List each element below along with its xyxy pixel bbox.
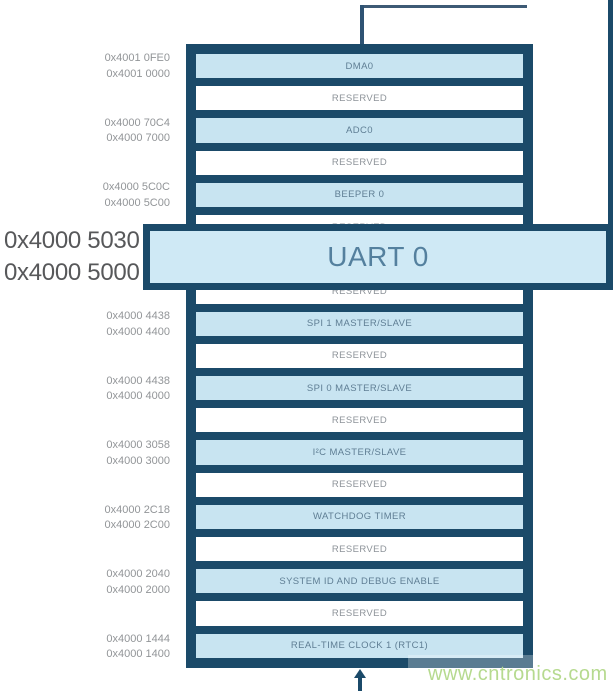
row-label: RESERVED — [331, 350, 388, 362]
callout-address-end: 0x4000 5030 — [4, 227, 140, 254]
row-label: RESERVED — [331, 157, 388, 169]
row-label: RESERVED — [331, 479, 388, 491]
address-start: 0x4000 1400 — [106, 648, 170, 660]
address-label-rtc1: 0x4000 1444 0x4000 1400 — [0, 632, 170, 663]
memory-row-reserved: RESERVED — [196, 150, 523, 175]
address-start: 0x4001 0000 — [106, 67, 170, 80]
address-label-dma0: 0x4001 0FE0 0x4001 0000 — [0, 51, 170, 82]
address-end: 0x4000 2C18 — [104, 503, 170, 516]
address-label-system-id: 0x4000 2040 0x4000 2000 — [0, 567, 170, 598]
memory-row-reserved: RESERVED — [196, 86, 523, 111]
address-start: 0x4000 5C00 — [104, 196, 170, 209]
memory-row-reserved: RESERVED — [196, 537, 523, 562]
callout-address-start: 0x4000 5000 — [4, 259, 140, 286]
address-end: 0x4000 4438 — [106, 374, 170, 387]
row-label: SPI 1 MASTER/SLAVE — [306, 318, 413, 330]
row-label: RESERVED — [331, 608, 388, 620]
watermark: www.cntronics.com — [428, 663, 608, 685]
address-end: 0x4000 3058 — [106, 439, 170, 451]
address-start: 0x4000 3000 — [106, 454, 170, 467]
row-label: SYSTEM ID AND DEBUG ENABLE — [279, 575, 440, 587]
memory-row-reserved: RESERVED — [196, 343, 523, 369]
address-end: 0x4000 4438 — [106, 310, 170, 322]
callout-address-label: 0x4000 5030 0x4000 5000 — [4, 224, 140, 290]
memory-row-spi0: SPI 0 MASTER/SLAVE — [196, 376, 523, 401]
address-end: 0x4000 5C0C — [102, 181, 170, 193]
top-connector-line-horizontal — [360, 5, 527, 8]
memory-row-dma0: DMA0 — [196, 54, 523, 79]
row-label: I²C MASTER/SLAVE — [312, 447, 407, 459]
address-label-spi0: 0x4000 4438 0x4000 4000 — [0, 374, 170, 405]
address-start: 0x4000 2C00 — [104, 519, 170, 531]
row-label: BEEPER 0 — [334, 189, 385, 201]
row-label: ADC0 — [346, 125, 373, 136]
row-label: DMA0 — [345, 60, 374, 72]
address-label-beeper0: 0x4000 5C0C 0x4000 5C00 — [0, 180, 170, 211]
memory-row-reserved: RESERVED — [196, 601, 523, 626]
uart0-callout-box: UART 0 — [143, 224, 613, 290]
memory-row-rtc1: REAL-TIME CLOCK 1 (RTC1) — [196, 633, 523, 658]
row-label: REAL-TIME CLOCK 1 (RTC1) — [290, 640, 429, 652]
row-label: RESERVED — [331, 543, 388, 555]
memory-row-i2c: I²C MASTER/SLAVE — [196, 440, 523, 465]
address-end: 0x4000 1444 — [106, 632, 170, 645]
row-label: WATCHDOG TIMER — [312, 511, 407, 523]
address-label-i2c: 0x4000 3058 0x4000 3000 — [0, 438, 170, 469]
up-arrow-stem — [358, 677, 362, 691]
address-start: 0x4000 4400 — [106, 325, 170, 338]
callout-leader-line — [608, 0, 613, 226]
address-start: 0x4000 7000 — [106, 132, 170, 144]
row-label: RESERVED — [331, 414, 388, 426]
row-label: SPI 0 MASTER/SLAVE — [306, 382, 413, 394]
address-label-spi1: 0x4000 4438 0x4000 4400 — [0, 309, 170, 340]
memory-row-spi1: SPI 1 MASTER/SLAVE — [196, 311, 523, 336]
up-arrow-icon — [354, 669, 366, 678]
address-end: 0x4000 70C4 — [104, 116, 170, 129]
watermark-veil — [408, 655, 533, 669]
memory-row-adc0: ADC0 — [196, 118, 523, 143]
memory-row-reserved: RESERVED — [196, 408, 523, 433]
address-label-watchdog: 0x4000 2C18 0x4000 2C00 — [0, 503, 170, 534]
address-end: 0x4000 2040 — [106, 568, 170, 580]
address-end: 0x4001 0FE0 — [104, 52, 170, 64]
memory-row-reserved: RESERVED — [196, 472, 523, 497]
address-label-adc0: 0x4000 70C4 0x4000 7000 — [0, 116, 170, 147]
memory-row-watchdog: WATCHDOG TIMER — [196, 504, 523, 530]
callout-label: UART 0 — [327, 241, 429, 272]
address-start: 0x4000 2000 — [106, 583, 170, 596]
top-connector-line-vertical — [360, 5, 364, 44]
memory-row-beeper0: BEEPER 0 — [196, 182, 523, 208]
address-start: 0x4000 4000 — [106, 390, 170, 402]
peripheral-address-stack: DMA0 RESERVED ADC0 RESERVED BEEPER 0 RES… — [186, 44, 533, 668]
row-label: RESERVED — [331, 92, 388, 104]
row-label: RESERVED — [331, 286, 388, 298]
memory-row-system-id: SYSTEM ID AND DEBUG ENABLE — [196, 569, 523, 594]
